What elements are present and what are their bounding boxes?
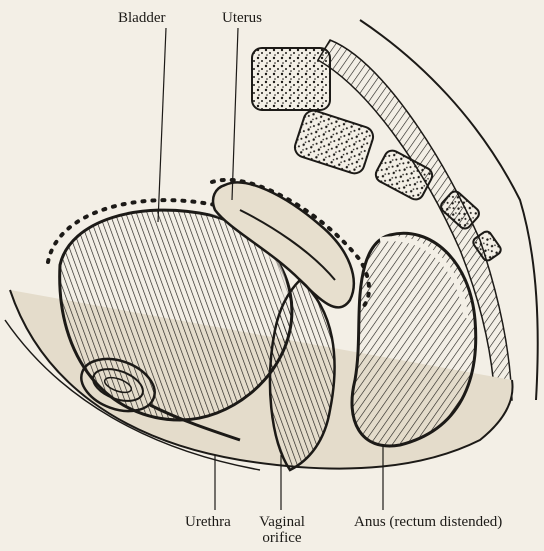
vertebra-2 (292, 108, 375, 176)
leader-uterus (232, 28, 238, 200)
label-vaginal-line2: orifice (252, 530, 312, 546)
label-urethra: Urethra (185, 514, 231, 530)
label-uterus: Uterus (222, 10, 262, 26)
vertebra-1 (252, 48, 330, 110)
label-bladder: Bladder (118, 10, 165, 26)
label-anus: Anus (rectum distended) (354, 514, 502, 530)
leader-bladder (158, 28, 166, 222)
label-vaginal-line1: Vaginal (252, 514, 312, 530)
label-vaginal-orifice: Vaginal orifice (252, 514, 312, 546)
